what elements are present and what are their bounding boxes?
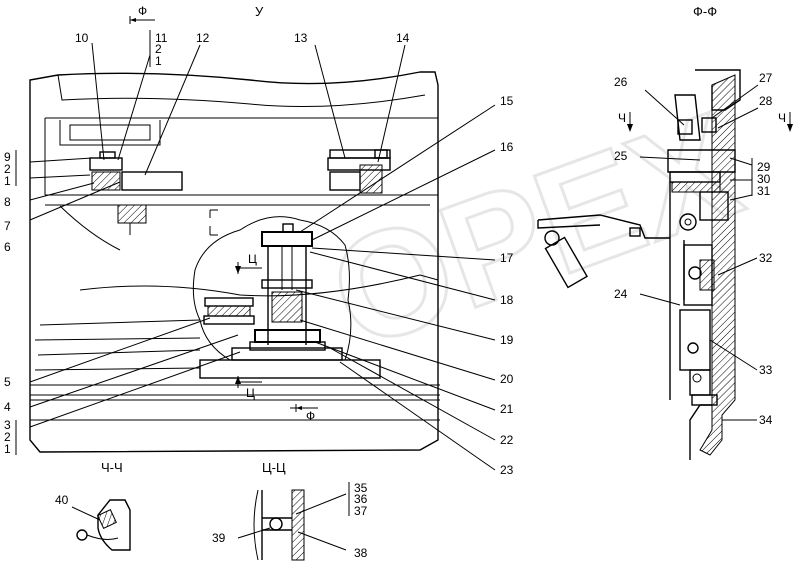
view-ch-ch-section: Ч-Ч 40 [55, 460, 131, 551]
svg-text:26: 26 [614, 75, 628, 89]
svg-text:13: 13 [294, 31, 308, 45]
svg-text:27: 27 [759, 71, 773, 85]
svg-text:20: 20 [500, 372, 514, 386]
leader-lines [29, 42, 496, 471]
svg-text:18: 18 [500, 293, 514, 307]
svg-text:30: 30 [757, 172, 771, 186]
svg-text:33: 33 [759, 363, 773, 377]
svg-text:11: 11 [155, 31, 168, 45]
view-title-ch-ch: Ч-Ч [101, 460, 123, 475]
central-support [199, 223, 381, 379]
svg-text:2: 2 [155, 42, 162, 56]
svg-text:5: 5 [4, 375, 11, 389]
svg-text:8: 8 [4, 195, 11, 209]
svg-text:Ч: Ч [778, 111, 786, 125]
svg-text:Ц: Ц [246, 386, 255, 400]
svg-text:37: 37 [354, 504, 368, 518]
svg-text:29: 29 [757, 160, 771, 174]
section-mark-ts-lower: Ц [235, 376, 262, 400]
svg-text:1: 1 [4, 442, 11, 456]
svg-text:15: 15 [500, 94, 514, 108]
svg-text:21: 21 [500, 402, 514, 416]
svg-text:31: 31 [757, 184, 771, 198]
svg-text:16: 16 [500, 140, 514, 154]
right-bracket [327, 149, 391, 194]
svg-text:10: 10 [75, 31, 89, 45]
svg-text:28: 28 [759, 94, 773, 108]
svg-text:34: 34 [759, 413, 773, 427]
svg-text:Ч: Ч [618, 111, 626, 125]
svg-text:Ф: Ф [306, 409, 315, 423]
svg-text:39: 39 [212, 531, 226, 545]
svg-text:4: 4 [4, 400, 11, 414]
view-f-f-section: Ф-Ф Ч [537, 4, 793, 460]
svg-text:7: 7 [4, 219, 11, 233]
svg-text:19: 19 [500, 333, 514, 347]
view-title-u: У [255, 4, 264, 19]
svg-text:3: 3 [4, 418, 11, 432]
view-title-ts-ts: Ц-Ц [262, 460, 286, 475]
svg-text:Ф: Ф [138, 4, 147, 18]
svg-text:35: 35 [354, 481, 368, 495]
svg-text:38: 38 [354, 546, 368, 560]
svg-text:12: 12 [196, 31, 210, 45]
view-title-f-f: Ф-Ф [693, 4, 717, 19]
view-u-main: У Ф [4, 4, 514, 477]
svg-text:Ц: Ц [248, 252, 257, 266]
svg-text:22: 22 [500, 433, 514, 447]
svg-text:14: 14 [396, 31, 410, 45]
svg-text:9: 9 [4, 150, 11, 164]
section-mark-f-bottom: Ф [290, 404, 318, 423]
svg-text:32: 32 [759, 251, 773, 265]
svg-text:17: 17 [500, 251, 514, 265]
svg-text:1: 1 [155, 54, 162, 68]
svg-text:1: 1 [4, 174, 11, 188]
svg-text:24: 24 [614, 287, 628, 301]
section-mark-f-top: Ф [129, 4, 155, 24]
svg-text:25: 25 [614, 149, 628, 163]
view-ts-ts-section: Ц-Ц 39 35 36 37 38 [212, 460, 368, 561]
left-bracket [89, 151, 183, 235]
svg-text:23: 23 [500, 463, 514, 477]
left-block [203, 297, 255, 325]
svg-text:40: 40 [55, 493, 69, 507]
svg-text:6: 6 [4, 240, 11, 254]
section-mark-ts-upper: Ц [235, 252, 262, 274]
section-mark-ch-left: Ч [618, 111, 633, 132]
svg-text:2: 2 [4, 162, 11, 176]
svg-text:36: 36 [354, 492, 368, 506]
svg-text:2: 2 [4, 430, 11, 444]
section-mark-ch-right: Ч [778, 111, 793, 132]
